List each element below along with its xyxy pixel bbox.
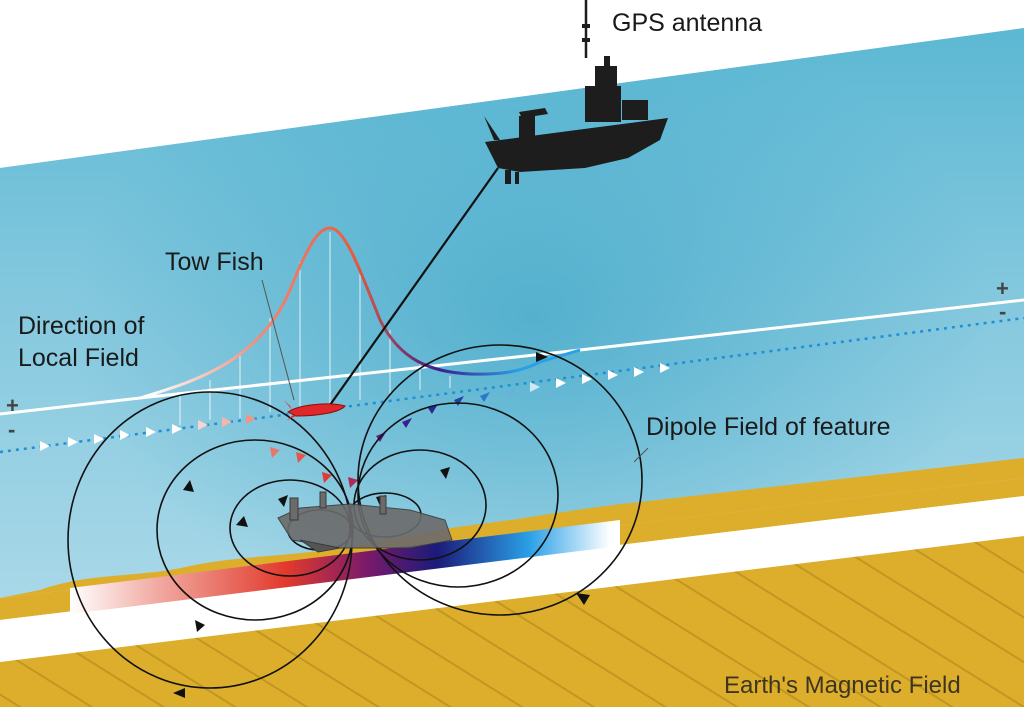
dipole-leader xyxy=(633,447,649,463)
earth-layer xyxy=(0,536,1024,707)
anomaly-ticks xyxy=(179,232,451,425)
dipole-field-label: Dipole Field of feature xyxy=(646,413,891,441)
tow-fish-icon xyxy=(284,400,346,420)
minus-sign-left: - xyxy=(8,417,16,442)
tow-cable xyxy=(329,167,499,406)
shipwreck-icon xyxy=(277,491,453,553)
survey-ship-icon xyxy=(484,0,668,184)
earth-field-label: Earth's Magnetic Field xyxy=(724,672,961,699)
local-field-arrows xyxy=(40,363,670,488)
seabed-sediment xyxy=(0,458,1024,598)
tow-fish-leader xyxy=(261,279,295,401)
plus-sign-left: + xyxy=(6,393,19,418)
gps-antenna-label: GPS antenna xyxy=(612,9,763,37)
minus-sign-right: - xyxy=(999,299,1007,324)
plus-sign-right: + xyxy=(996,276,1009,301)
direction-label-line2: Local Field xyxy=(18,344,139,372)
direction-label-line1: Direction of xyxy=(18,312,145,340)
tow-fish-label: Tow Fish xyxy=(165,248,264,276)
anomaly-profile-curve xyxy=(139,226,581,400)
